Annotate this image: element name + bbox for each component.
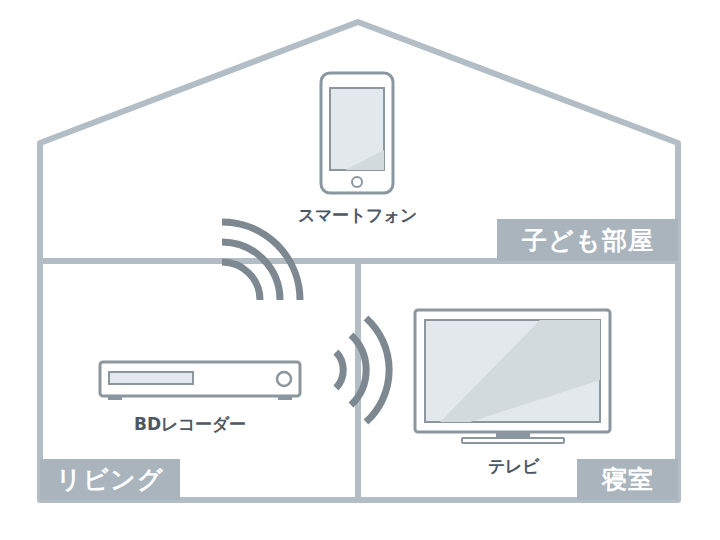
room-label-band: 子ども部屋: [497, 219, 678, 261]
wifi-signal: [336, 318, 389, 422]
room-name: 子ども部屋: [522, 224, 654, 257]
house-outline: [40, 22, 678, 500]
room-name: リビング: [56, 463, 164, 496]
wifi-signal: [222, 222, 300, 300]
room-label-band: 寝室: [577, 459, 678, 500]
device-label: テレビ: [488, 455, 539, 478]
tv-icon: [415, 310, 610, 443]
bd-recorder-icon: [100, 362, 300, 400]
room-label-band: リビング: [40, 459, 180, 500]
room-name: 寝室: [602, 463, 654, 496]
smartphone-icon: [321, 73, 393, 193]
device-label: スマートフォン: [298, 204, 417, 227]
room-divider: [355, 261, 361, 500]
device-label: BDレコーダー: [134, 413, 246, 436]
